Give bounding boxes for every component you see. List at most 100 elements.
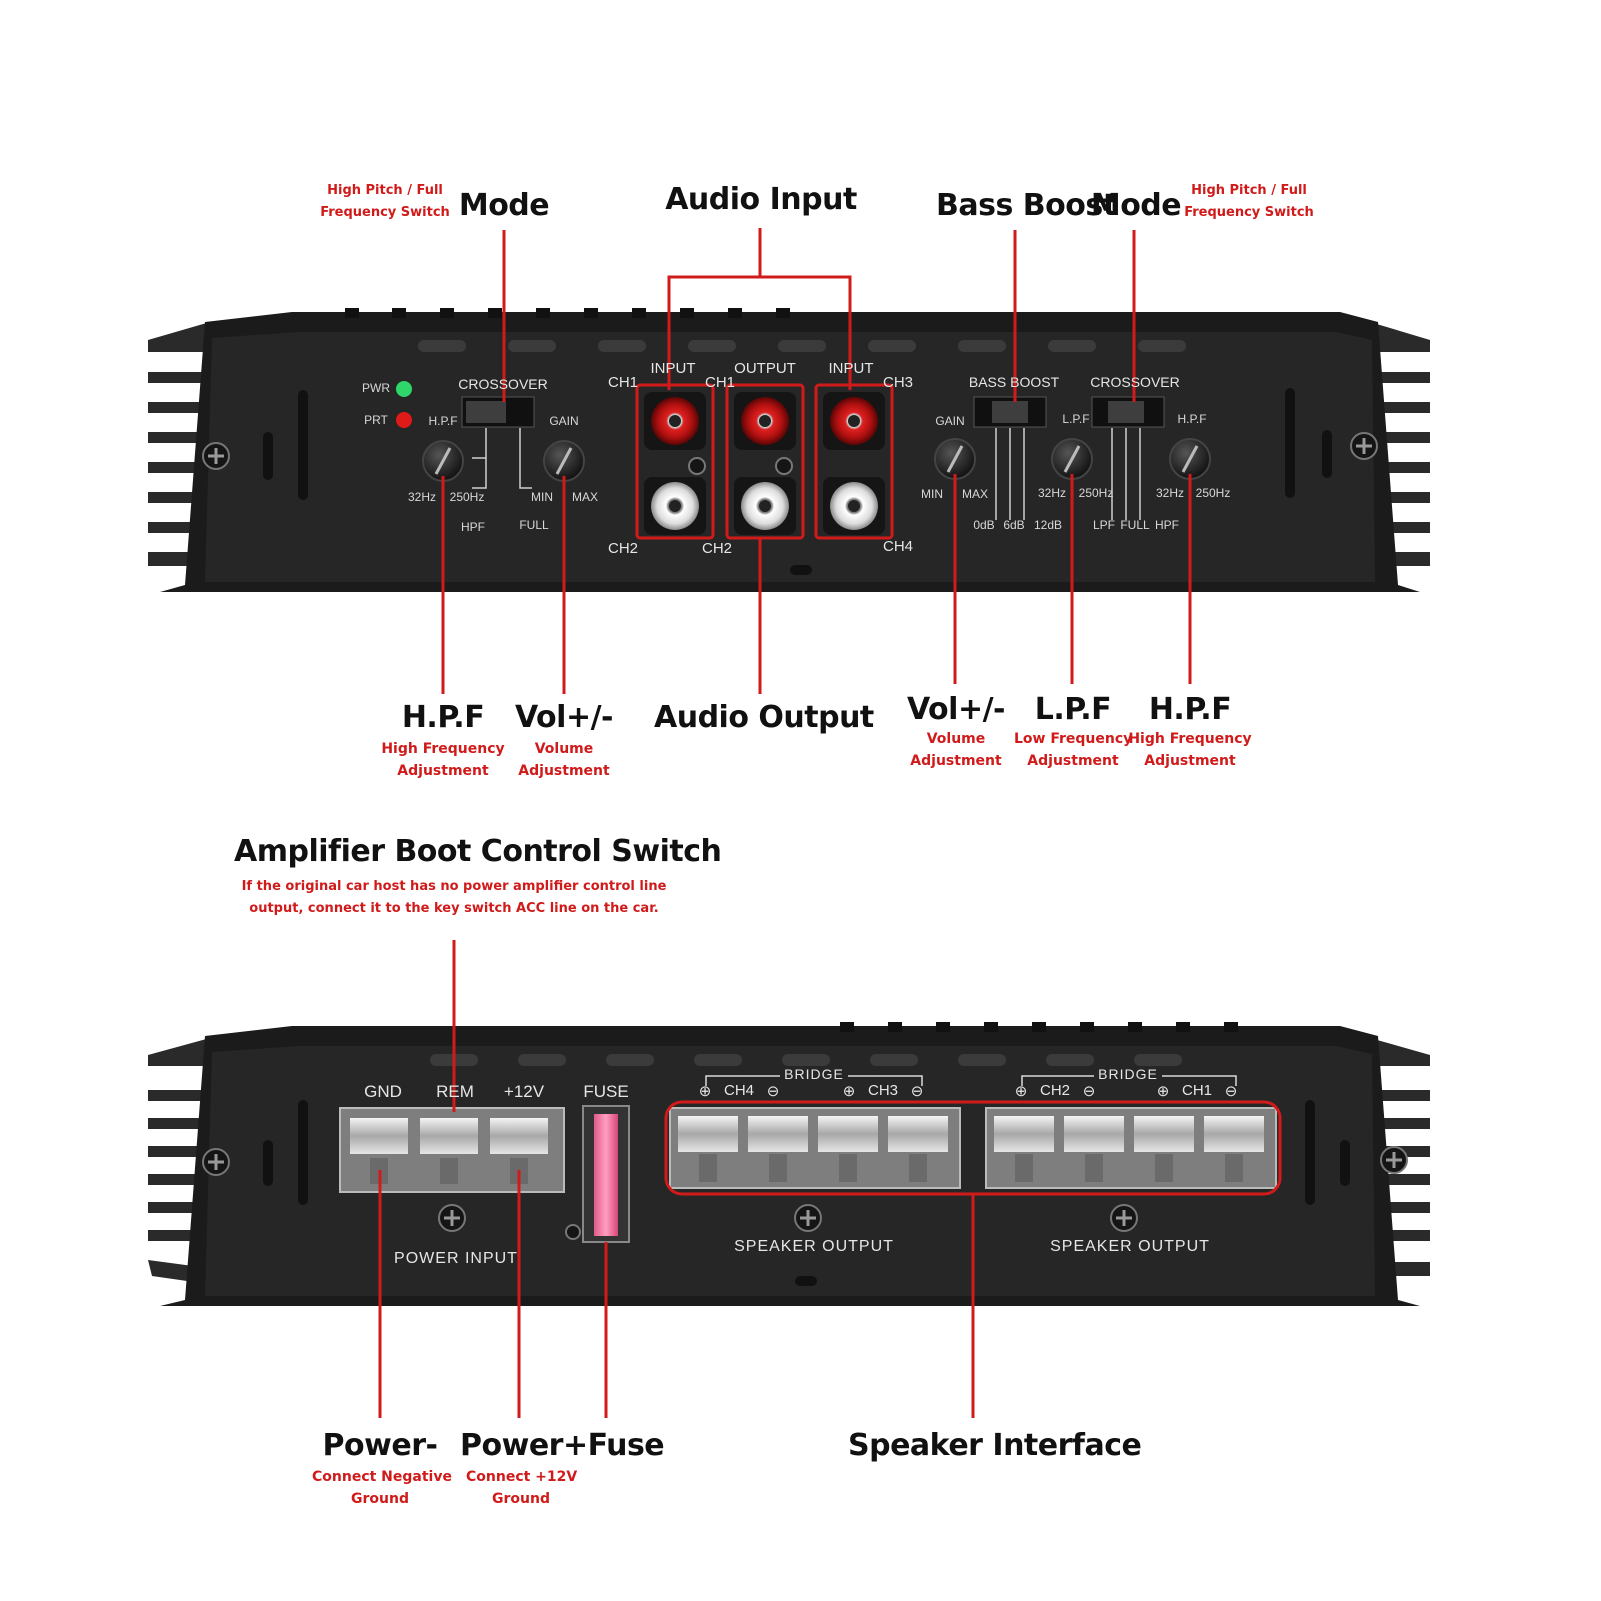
ch2-plus-icon: ⊕ [1014,1083,1028,1100]
vol-left-title: Vol+/- [514,700,614,735]
rem-label: REM [436,1082,474,1101]
power-minus-title: Power- [322,1428,438,1463]
hpf-left-desc-line2: Adjustment [397,763,489,779]
bass-boost-panel-label: BASS BOOST [968,374,1060,390]
gain-right-label: GAIN [935,414,965,428]
speaker-terminals-right[interactable] [985,1107,1277,1189]
min-right: MIN [921,487,943,501]
speaker-output-right-label: SPEAKER OUTPUT [1050,1238,1210,1255]
db0-label: 0dB [973,518,995,532]
hpf-right-desc-line1: High Frequency [1128,731,1252,747]
ch3-label: CH3 [882,374,913,391]
power-terminal-block[interactable] [339,1107,565,1193]
hpf-knob-right[interactable] [1169,438,1211,480]
output-label: OUTPUT [734,360,796,377]
mode-left-desc: High Pitch / Full Frequency Switch [318,180,452,224]
mode-right-desc-line2: Frequency Switch [1184,205,1314,220]
input-right-label: INPUT [828,360,874,377]
ch1-plus-icon: ⊕ [1156,1083,1170,1100]
boot-control-desc-line1: If the original car host has no power am… [241,879,667,894]
lpf-desc-line2: Adjustment [1027,753,1119,769]
power-fuse-desc-line2: Ground [492,1491,550,1507]
ch3-label-bottom: CH3 [867,1082,898,1099]
top-fins-right [1370,322,1430,566]
crossover-right-label: CROSSOVER [1090,374,1180,390]
hpf-left-title: H.P.F [401,700,485,735]
audio-input-title: Audio Input [665,182,857,217]
top-front-panel [205,332,1375,582]
hz250-right: 250Hz [1195,486,1231,500]
hpf-knob-left[interactable] [422,440,464,482]
ch2-minus-icon: ⊖ [1082,1083,1096,1100]
hpf-panel-label-right: H.P.F [1177,412,1207,426]
power-fuse-desc: Connect +12V Ground [466,1466,578,1510]
crossover-switch-left[interactable] [461,396,535,428]
ch1-label-a: CH1 [607,374,638,391]
ch4-plus-icon: ⊕ [698,1083,712,1100]
bridge-left-label: BRIDGE [784,1066,844,1082]
hpf-left-desc: High Frequency Adjustment [380,738,506,782]
hz250-mid: 250Hz [1078,486,1114,500]
rca-jacks[interactable] [644,392,885,535]
db6-label: 6dB [1003,518,1025,532]
bridge-right-label: BRIDGE [1098,1066,1158,1082]
min-left: MIN [531,490,553,504]
power-minus-desc-line2: Ground [351,1491,409,1507]
lpf-desc-line1: Low Frequency [1014,731,1133,747]
lpf-panel-label: L.P.F [1062,412,1090,426]
gain-left-label: GAIN [549,414,579,428]
hz32-right: 32Hz [1155,486,1184,500]
gnd-label: GND [364,1082,402,1101]
vol-left-desc-line2: Adjustment [518,763,610,779]
mode-right-desc-line1: High Pitch / Full [1191,183,1307,198]
full-switch-label-right: FULL [1120,518,1150,532]
bass-boost-title: Bass Boost [936,188,1117,223]
hpf-small-left: H.P.F [428,414,458,428]
gain-knob-right[interactable] [934,438,976,480]
gain-knob-left[interactable] [543,440,585,482]
prt-label: PRT [364,413,388,427]
boot-control-desc-line2: output, connect it to the key switch ACC… [249,901,659,916]
fuse-holder[interactable] [582,1105,630,1243]
top-amplifier [148,308,1430,592]
crossover-switch-right[interactable] [1091,396,1165,428]
hz32-mid: 32Hz [1037,486,1066,500]
vol-right-title: Vol+/- [906,692,1006,727]
bottom-screws [202,1146,1408,1240]
input-left-label: INPUT [650,360,696,377]
ch1-label-bottom: CH1 [1181,1082,1212,1099]
hpf-switch-label-right: HPF [1155,518,1179,532]
boot-control-title: Amplifier Boot Control Switch [234,834,722,869]
lpf-knob[interactable] [1051,438,1093,480]
fuse-label: FUSE [583,1082,629,1101]
audio-output-title: Audio Output [654,700,874,735]
ch2-label-bottom: CH2 [1039,1082,1070,1099]
hpf-right-title: H.P.F [1148,692,1232,727]
hpf-right-desc: High Frequency Adjustment [1128,728,1252,772]
speaker-interface-title: Speaker Interface [848,1428,1142,1463]
ch2-label-a: CH2 [607,540,638,557]
hz32-left: 32Hz [407,490,436,504]
mode-left-desc-line2: Frequency Switch [320,205,450,220]
vol-right-desc: Volume Adjustment [908,728,1004,772]
pwr-led-icon [396,381,412,397]
power-fuse-desc-line1: Connect +12V [466,1469,578,1485]
ch1-label-b: CH1 [704,374,735,391]
ch3-plus-icon: ⊕ [842,1083,856,1100]
bass-boost-switch[interactable] [973,396,1047,428]
vol-left-desc: Volume Adjustment [516,738,612,782]
mode-left-desc-line1: High Pitch / Full [327,183,443,198]
crossover-left-label: CROSSOVER [458,376,548,392]
bottom-fins-left [148,1038,210,1284]
max-left: MAX [571,490,598,504]
bottom-amplifier [148,1022,1430,1306]
hpf-left-desc-line1: High Frequency [381,741,505,757]
speaker-terminals-left[interactable] [669,1107,961,1189]
mode-left-title: Mode [458,188,550,223]
max-right: MAX [961,487,988,501]
hz250-left: 250Hz [449,490,485,504]
vol-right-desc-line1: Volume [926,731,986,747]
ch4-label: CH4 [882,538,913,555]
